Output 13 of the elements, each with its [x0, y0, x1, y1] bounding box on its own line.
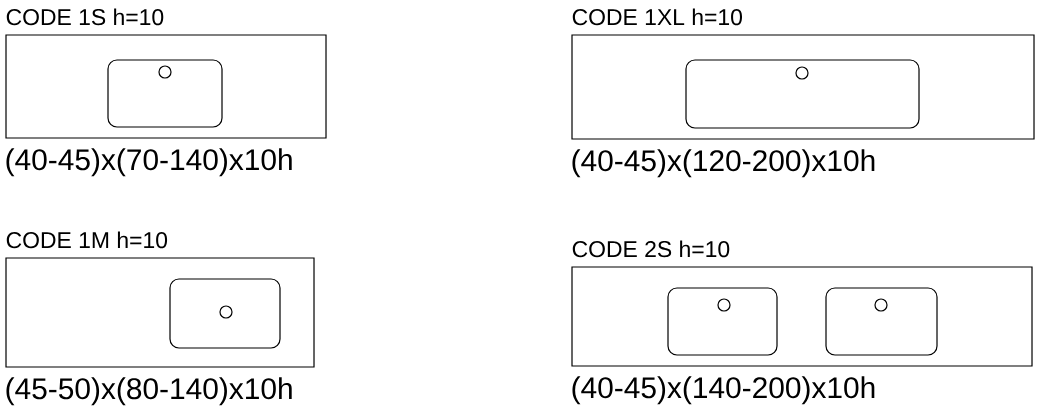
dimension-text: (40-45)x(120-200)x10h: [572, 149, 875, 178]
code-heading: CODE 1XL h=10: [572, 8, 742, 26]
code-heading: CODE 1M h=10: [6, 231, 168, 249]
sink-basin: [685, 59, 920, 129]
sink-basin: [107, 59, 223, 128]
sink-basin: [169, 278, 281, 349]
sink-basin: [825, 287, 938, 356]
dimension-text: (40-45)x(140-200)x10h: [572, 376, 875, 405]
dimension-text: (45-50)x(80-140)x10h: [6, 377, 292, 406]
sink-basin: [667, 287, 778, 356]
code-heading: CODE 2S h=10: [572, 240, 730, 258]
code-heading: CODE 1S h=10: [6, 8, 164, 26]
dimension-text: (40-45)x(70-140)x10h: [6, 148, 292, 177]
